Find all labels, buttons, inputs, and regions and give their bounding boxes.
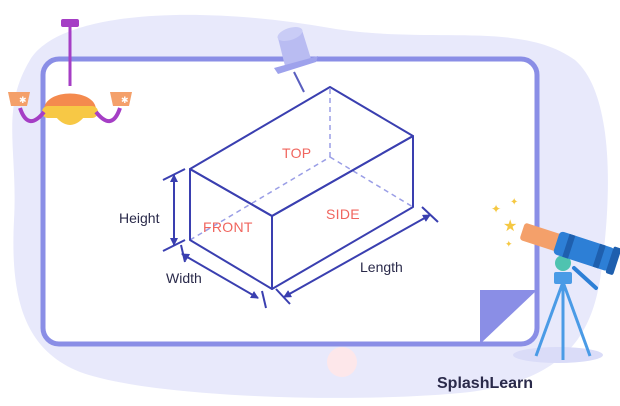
width-dimension	[180, 244, 267, 309]
svg-text:★: ★	[503, 216, 517, 235]
label-top: TOP	[282, 145, 311, 161]
label-side: SIDE	[326, 206, 360, 222]
telescope-icon	[513, 223, 620, 363]
brand-logo: SplashLearn	[437, 375, 533, 392]
label-width: Width	[166, 270, 202, 286]
height-dimension	[162, 168, 186, 252]
svg-text:✱: ✱	[19, 96, 27, 106]
label-length: Length	[360, 259, 403, 275]
svg-text:✦: ✦	[505, 240, 513, 250]
label-front: FRONT	[203, 219, 253, 235]
cuboid	[189, 86, 414, 290]
svg-text:✱: ✱	[121, 96, 129, 106]
svg-text:✦: ✦	[491, 202, 501, 216]
cuboid-side-face	[271, 135, 414, 290]
pushpin-icon	[274, 27, 318, 93]
length-dimension	[275, 206, 439, 305]
cuboid-hidden-edges	[189, 87, 414, 241]
stars-icon: ✦ ✦ ★ ✦	[491, 197, 518, 250]
svg-text:✦: ✦	[510, 197, 518, 208]
label-height: Height	[119, 210, 160, 226]
decor-circle	[327, 347, 357, 377]
chandelier-icon: ✱ ✱	[8, 19, 132, 125]
board-curled-corner	[480, 290, 537, 344]
